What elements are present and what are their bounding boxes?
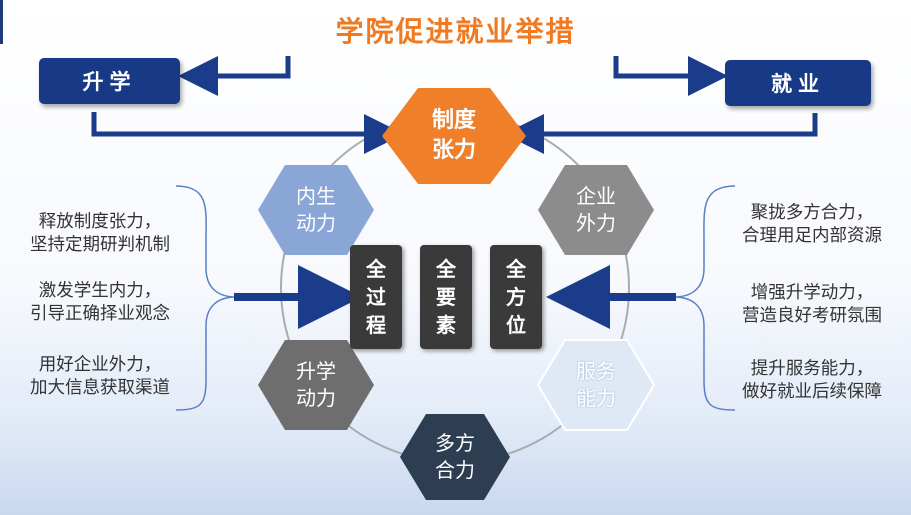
hex-lower-left-line1: 升学 [296, 359, 336, 383]
right-note-2-line1: 增强升学动力， [750, 283, 874, 303]
page-title: 学院促进就业举措 [335, 15, 576, 48]
left-accent-bar [0, 0, 3, 44]
shengxue-box: 升学 [39, 58, 180, 104]
quanguocheng-char-1: 全 [366, 257, 386, 281]
left-note-3: 用好企业外力， 加大信息获取渠道 [0, 354, 200, 400]
hex-upper-left-label: 内生 动力 [258, 165, 374, 255]
quanyaosu-char-1: 全 [436, 257, 456, 281]
quanyaosu-char-2: 要 [436, 285, 456, 309]
hex-bottom-line2: 合力 [435, 458, 475, 482]
hex-bottom-line1: 多方 [435, 431, 475, 455]
jiuye-box: 就业 [725, 60, 871, 106]
hex-upper-right [538, 165, 654, 255]
hex-lower-left-line2: 动力 [296, 386, 336, 410]
hex-lower-left-label: 升学 动力 [258, 340, 374, 430]
hex-upper-right-line2: 外力 [576, 211, 616, 235]
right-note-1-line2: 合理用足内部资源 [742, 226, 882, 246]
hex-lower-right-label: 服务 能力 [538, 340, 654, 430]
quanyaosu-char-3: 素 [436, 313, 456, 337]
quanfangwei-char-1: 全 [506, 257, 526, 281]
hex-lower-left [258, 340, 374, 430]
hex-bottom-label: 多方 合力 [400, 414, 510, 500]
left-note-3-line2: 加大信息获取渠道 [30, 378, 170, 398]
left-note-1-line1: 释放制度张力， [38, 212, 162, 232]
right-note-3-line2: 做好就业后续保障 [742, 382, 882, 402]
center-box-quanyaosu: 全 要 素 [420, 245, 472, 349]
arrow-to-jiuye [613, 56, 728, 96]
right-note-3-line1: 提升服务能力， [750, 359, 874, 379]
hex-bottom [400, 414, 510, 500]
hex-center-top [382, 88, 526, 184]
hex-lower-right-line1: 服务 [576, 359, 616, 383]
right-note-1: 聚拢多方合力， 合理用足内部资源 [714, 202, 910, 248]
left-note-2-line1: 激发学生内力， [38, 281, 162, 301]
quanfangwei-char-2: 方 [506, 285, 526, 309]
hex-center-line2: 张力 [431, 138, 476, 163]
hex-upper-left-line2: 动力 [296, 211, 336, 235]
left-note-3-line1: 用好企业外力， [38, 355, 162, 375]
hex-center-line1: 制度 [431, 108, 476, 133]
quanfangwei-char-3: 位 [506, 313, 526, 337]
hex-upper-left-line1: 内生 [296, 184, 336, 208]
right-note-2-line2: 营造良好考研氛围 [742, 306, 882, 326]
arrow-shengxue-to-center [91, 112, 404, 154]
left-note-2: 激发学生内力， 引导正确择业观念 [0, 280, 200, 326]
quanguocheng-char-2: 过 [366, 285, 386, 309]
hex-lower-right-line2: 能力 [576, 386, 616, 410]
hex-lower-right [536, 339, 656, 431]
hex-upper-left [258, 165, 374, 255]
center-box-quanguocheng: 全 过 程 [350, 245, 402, 349]
arrow-to-shengxue [178, 56, 291, 96]
quanguocheng-char-3: 程 [366, 313, 386, 337]
left-note-1: 释放制度张力， 坚持定期研判机制 [0, 211, 200, 257]
arrow-jiuye-to-center [504, 113, 818, 154]
right-note-1-line1: 聚拢多方合力， [750, 203, 874, 223]
center-box-quanfangwei: 全 方 位 [490, 245, 542, 349]
hex-upper-right-label: 企业 外力 [538, 165, 654, 255]
left-note-2-line2: 引导正确择业观念 [30, 304, 170, 324]
hex-upper-right-line1: 企业 [576, 184, 616, 208]
right-note-3: 提升服务能力， 做好就业后续保障 [714, 358, 910, 404]
right-note-2: 增强升学动力， 营造良好考研氛围 [714, 282, 910, 328]
left-note-1-line2: 坚持定期研判机制 [30, 235, 170, 255]
hex-center-top-label: 制度 张力 [382, 88, 526, 184]
